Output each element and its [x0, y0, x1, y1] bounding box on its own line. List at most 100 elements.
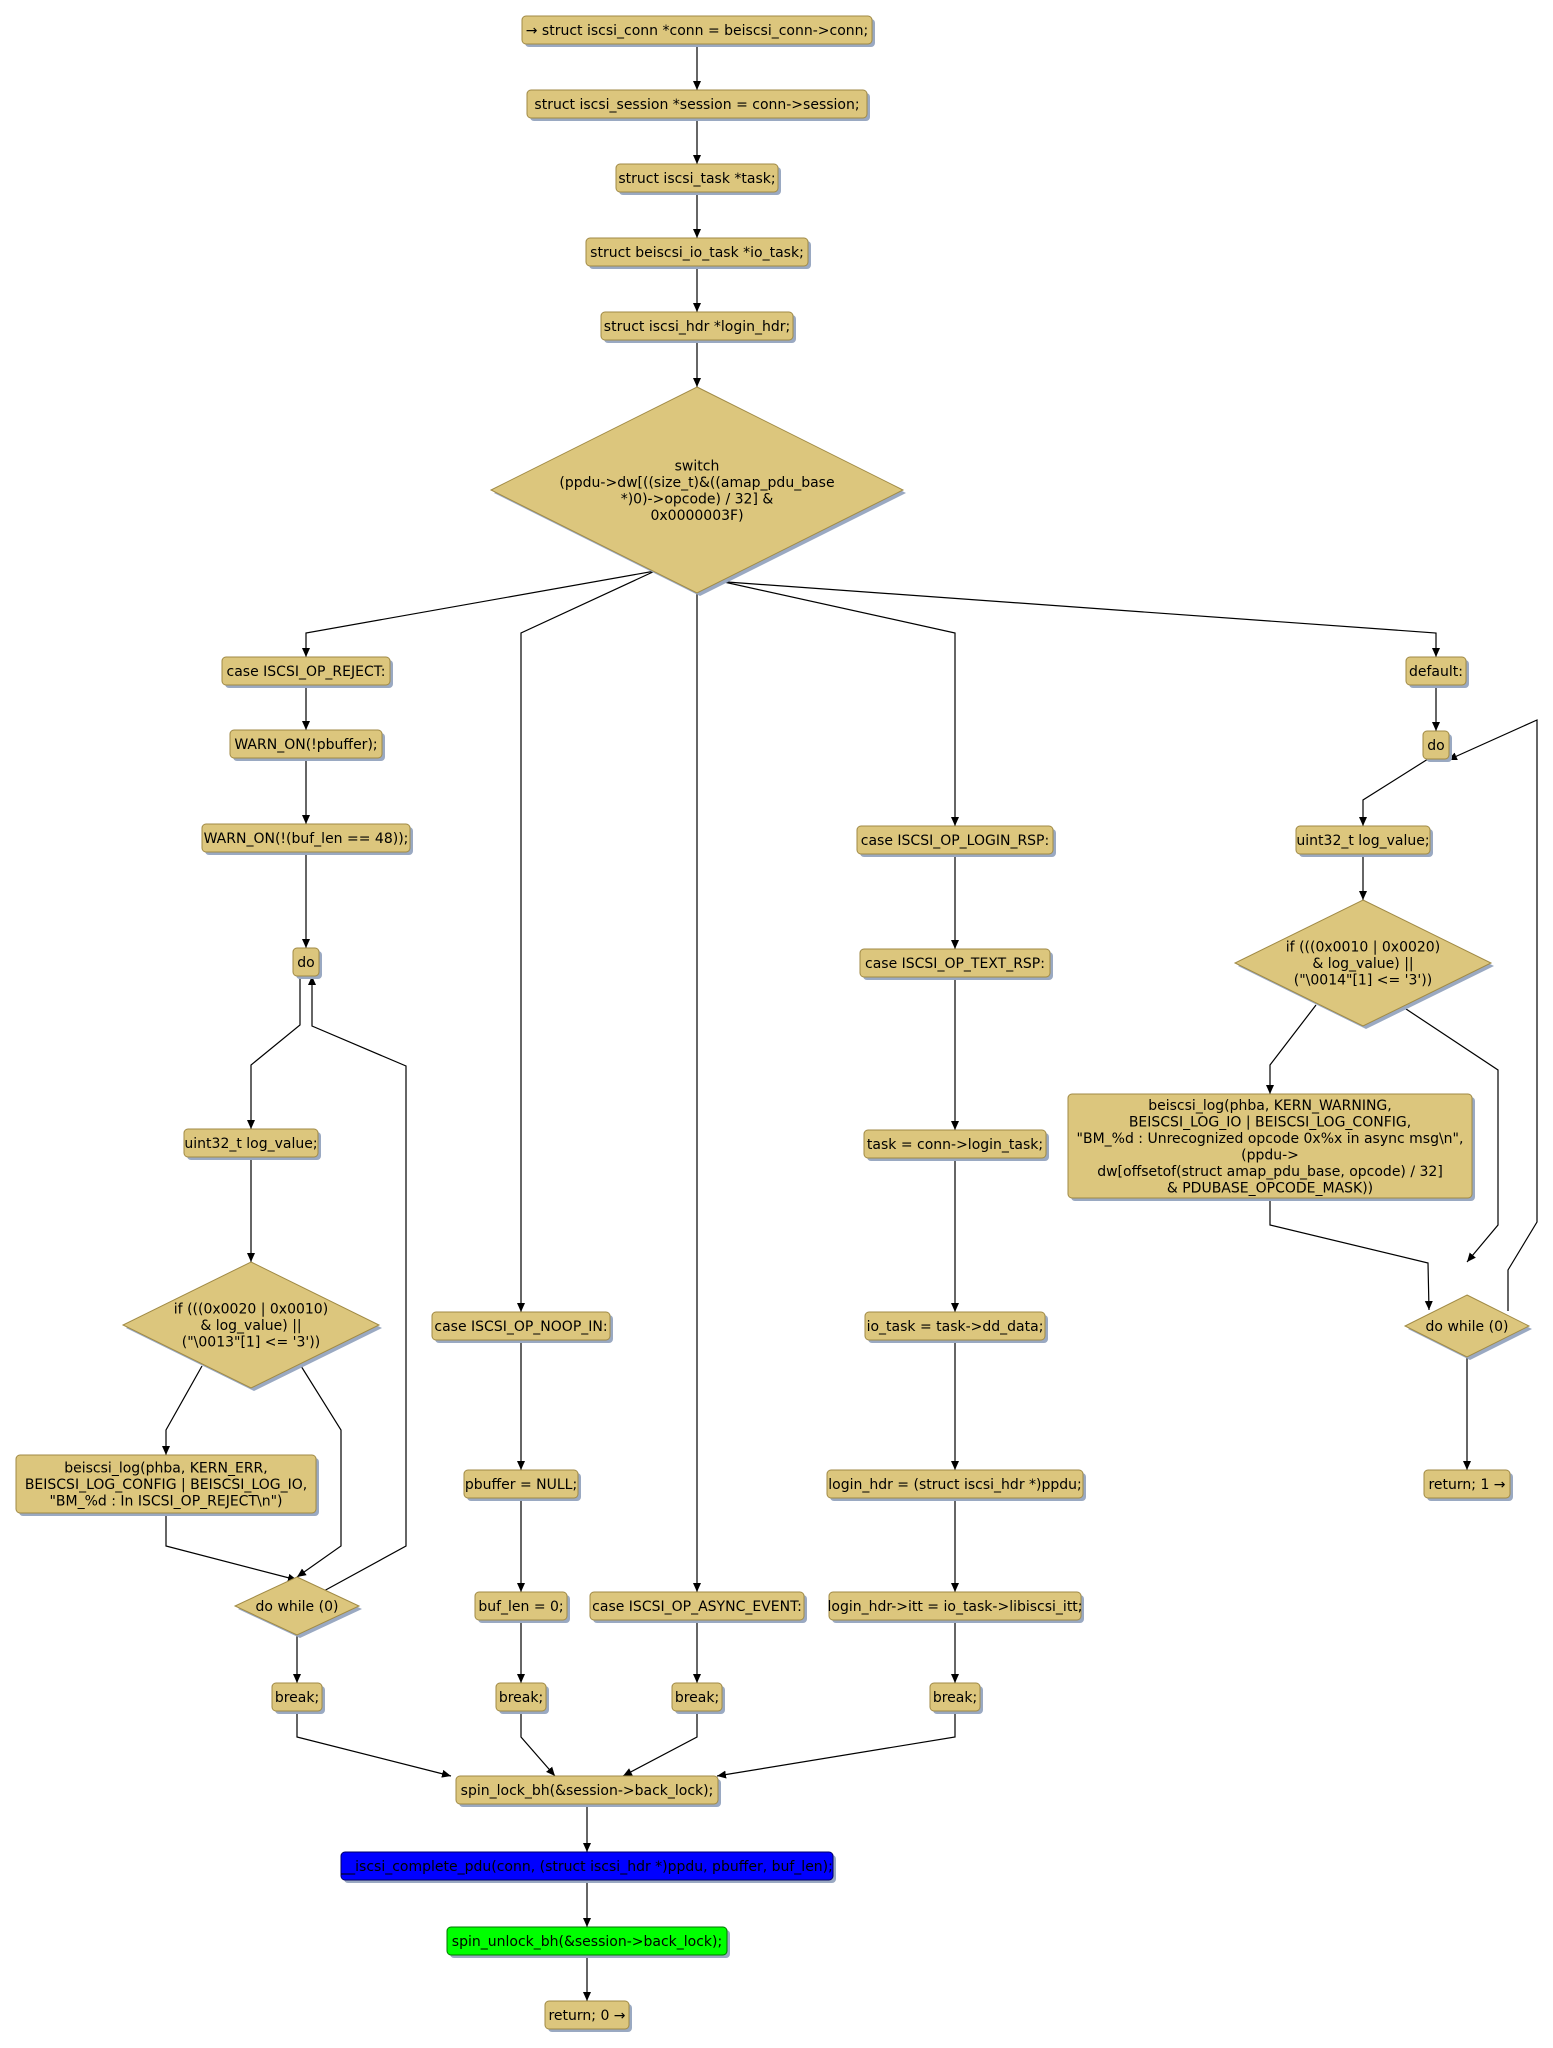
node-l3: task = conn->login_task;: [863, 1129, 1049, 1161]
node-text: login_hdr->itt = io_task->libiscsi_itt;: [827, 1599, 1082, 1615]
node-text: switch: [675, 458, 720, 474]
node-m2: __iscsi_complete_pdu(conn, (struct iscsi…: [340, 1851, 836, 1883]
node-box: [864, 1311, 1046, 1341]
node-text: break;: [275, 1690, 319, 1706]
edge-16: [296, 1365, 342, 1578]
node-l5: login_hdr = (struct iscsi_hdr *)ppdu;: [826, 1469, 1086, 1501]
node-sw: switch(ppdu->dw[((size_t)&((amap_pdu_bas…: [489, 386, 906, 596]
node-r9: break;: [271, 1682, 325, 1714]
node-text: spin_lock_bh(&session->back_lock);: [461, 1783, 714, 1799]
node-text: ("\0013"[1] <= '3')): [182, 1335, 320, 1351]
node-p2: pbuffer = NULL;: [463, 1469, 581, 1501]
node-text: do: [297, 955, 314, 971]
node-box: [544, 2000, 630, 2030]
node-l4: io_task = task->dd_data;: [864, 1311, 1048, 1343]
node-l7: break;: [929, 1682, 983, 1714]
edge-13: [247, 976, 301, 1129]
node-box: [15, 1454, 317, 1514]
node-text: dw[offsetof(struct amap_pdu_base, opcode…: [1097, 1164, 1443, 1180]
node-box: [431, 1311, 611, 1341]
node-text: struct iscsi_hdr *login_hdr;: [604, 319, 790, 335]
node-text: "BM_%d : Unrecognized opcode 0x%x in asy…: [1077, 1131, 1464, 1147]
node-text: & log_value) ||: [1312, 956, 1413, 972]
node-box: [521, 15, 873, 45]
node-box: [201, 823, 411, 853]
node-d4: if (((0x0010 | 0x0020)& log_value) ||("\…: [1233, 899, 1494, 1029]
node-d3: uint32_t log_value;: [1295, 825, 1433, 857]
node-d6: do while (0): [1403, 1294, 1532, 1360]
node-text: & PDUBASE_OPCODE_MASK)): [1167, 1180, 1373, 1196]
node-text: struct iscsi_session *session = conn->se…: [534, 97, 859, 113]
node-m1: spin_lock_bh(&session->back_lock);: [455, 1775, 721, 1807]
edge-38: [1396, 1002, 1499, 1263]
node-text: ("\0014"[1] <= '3')): [1294, 973, 1432, 989]
node-text: "BM_%d : In ISCSI_OP_REJECT\n"): [49, 1494, 282, 1510]
node-box: [585, 237, 809, 267]
node-text: __iscsi_complete_pdu(conn, (struct iscsi…: [340, 1859, 833, 1875]
node-text: do while (0): [256, 1599, 339, 1615]
node-diamond: [121, 1261, 381, 1389]
node-box: [221, 656, 391, 686]
edge-39: [1269, 1198, 1433, 1311]
node-r4: do: [292, 947, 322, 979]
node-text: pbuffer = NULL;: [465, 1477, 577, 1493]
node-text: beiscsi_log(phba, KERN_ERR,: [64, 1461, 267, 1477]
node-box: [1067, 1093, 1473, 1199]
node-text: case ISCSI_OP_TEXT_RSP:: [865, 956, 1045, 972]
node-diamond: [1233, 899, 1493, 1027]
node-text: return; 0 →: [548, 2008, 625, 2024]
node-d2: do: [1422, 730, 1452, 762]
node-m3: spin_unlock_bh(&session->back_lock);: [446, 1926, 730, 1958]
node-box: [671, 1682, 723, 1712]
edge-37: [1266, 1004, 1317, 1094]
node-text: & log_value) ||: [200, 1318, 301, 1334]
node-box: [229, 729, 383, 759]
edge-15: [162, 1365, 203, 1455]
node-text: do: [1427, 738, 1444, 754]
node-text: uint32_t log_value;: [184, 1136, 317, 1152]
node-text: buf_len = 0;: [478, 1599, 563, 1615]
node-box: [495, 1682, 547, 1712]
edge-26: [622, 1711, 698, 1777]
node-text: case ISCSI_OP_LOGIN_RSP:: [861, 833, 1049, 849]
node-r8: do while (0): [233, 1576, 362, 1638]
node-n4: struct beiscsi_io_task *io_task;: [585, 237, 811, 269]
node-text: (ppdu->dw[((size_t)&((amap_pdu_base: [559, 475, 834, 491]
node-text: do while (0): [1426, 1319, 1509, 1335]
node-r7: beiscsi_log(phba, KERN_ERR,BEISCSI_LOG_C…: [15, 1454, 319, 1516]
node-box: [600, 311, 794, 341]
node-box: [589, 1591, 805, 1621]
node-p1: case ISCSI_OP_NOOP_IN:: [431, 1311, 613, 1343]
node-text: if (((0x0010 | 0x0020): [1286, 940, 1440, 956]
node-text: case ISCSI_OP_ASYNC_EVENT:: [592, 1599, 802, 1615]
node-text: struct beiscsi_io_task *io_task;: [590, 245, 804, 261]
node-box: [929, 1682, 981, 1712]
edge-18: [308, 976, 407, 1593]
node-r5: uint32_t log_value;: [183, 1128, 321, 1160]
node-box: [863, 1129, 1047, 1159]
node-text: WARN_ON(!(buf_len == 48));: [204, 831, 409, 847]
node-text: case ISCSI_OP_REJECT:: [227, 664, 386, 680]
node-text: spin_unlock_bh(&session->back_lock);: [452, 1934, 722, 1950]
node-text: BEISCSI_LOG_IO | BEISCSI_LOG_CONFIG,: [1129, 1114, 1411, 1130]
node-box: [455, 1775, 719, 1805]
node-r2: WARN_ON(!pbuffer);: [229, 729, 385, 761]
node-n1: → struct iscsi_conn *conn = beiscsi_conn…: [521, 15, 875, 47]
edge-5: [302, 570, 656, 657]
node-box: [859, 948, 1051, 978]
node-r6: if (((0x0020 | 0x0010)& log_value) ||("\…: [121, 1261, 382, 1391]
node-n5: struct iscsi_hdr *login_hdr;: [600, 311, 796, 343]
node-box: [828, 1591, 1082, 1621]
node-box: [856, 825, 1054, 855]
node-a1: case ISCSI_OP_ASYNC_EVENT:: [589, 1591, 807, 1623]
node-box: [183, 1128, 319, 1158]
edge-20: [296, 1711, 452, 1778]
edge-24: [520, 1711, 556, 1777]
node-text: struct iscsi_task *task;: [618, 171, 775, 187]
node-text: default:: [1409, 664, 1463, 680]
node-text: *)0)->opcode) / 32] &: [621, 491, 774, 507]
node-diamond: [489, 386, 905, 594]
node-box: [446, 1926, 728, 1956]
node-box: [1423, 1469, 1511, 1499]
